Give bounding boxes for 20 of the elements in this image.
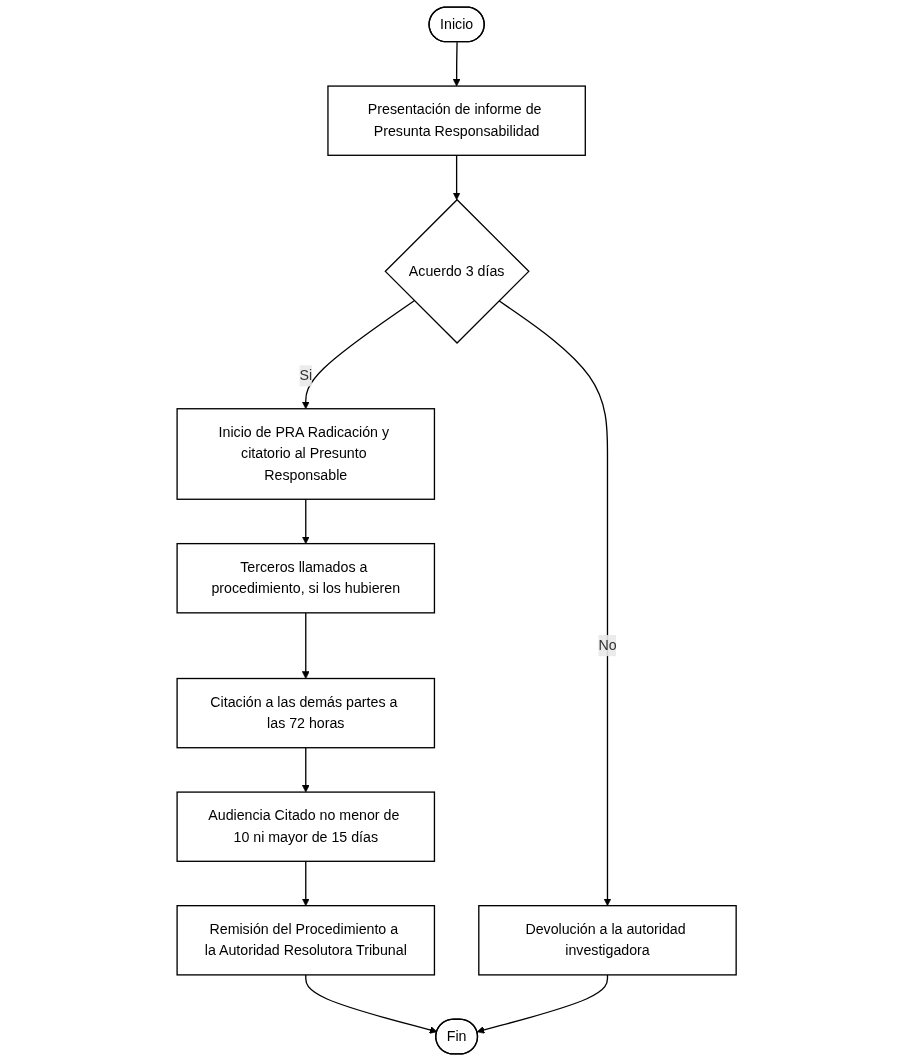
arrow	[301, 300, 415, 410]
node-box: Remisión del Procedimiento a la Autoridad Resolutora Tribunal	[176, 905, 435, 976]
node-box: Devolución a la autoridad investigadora	[478, 905, 737, 976]
arrow	[498, 300, 612, 907]
arrow	[305, 974, 438, 1034]
arrow	[301, 747, 310, 793]
node-diamond: Acuerdo 3 días	[384, 198, 530, 345]
edge-label: Si	[299, 367, 312, 384]
arrow	[301, 860, 310, 907]
node-box: Presentación de informe de Presunta Responsabilidad	[327, 85, 586, 156]
node-box: Inicio de PRA Radicación y citatorio al Presunto Responsable	[176, 408, 435, 500]
node-box: Terceros llamados a procedimiento, si los hubieren	[176, 542, 435, 614]
arrow	[301, 612, 310, 679]
node-box: Audiencia Citado no menor de 10 ni mayor de 15 días	[176, 791, 435, 862]
arrow	[476, 974, 608, 1034]
arrow	[301, 498, 310, 544]
arrow	[452, 41, 461, 87]
edge-label: No	[598, 637, 617, 653]
arrow	[452, 154, 461, 201]
node-box: Citación a las demás partes a las 72 horas	[176, 677, 435, 749]
